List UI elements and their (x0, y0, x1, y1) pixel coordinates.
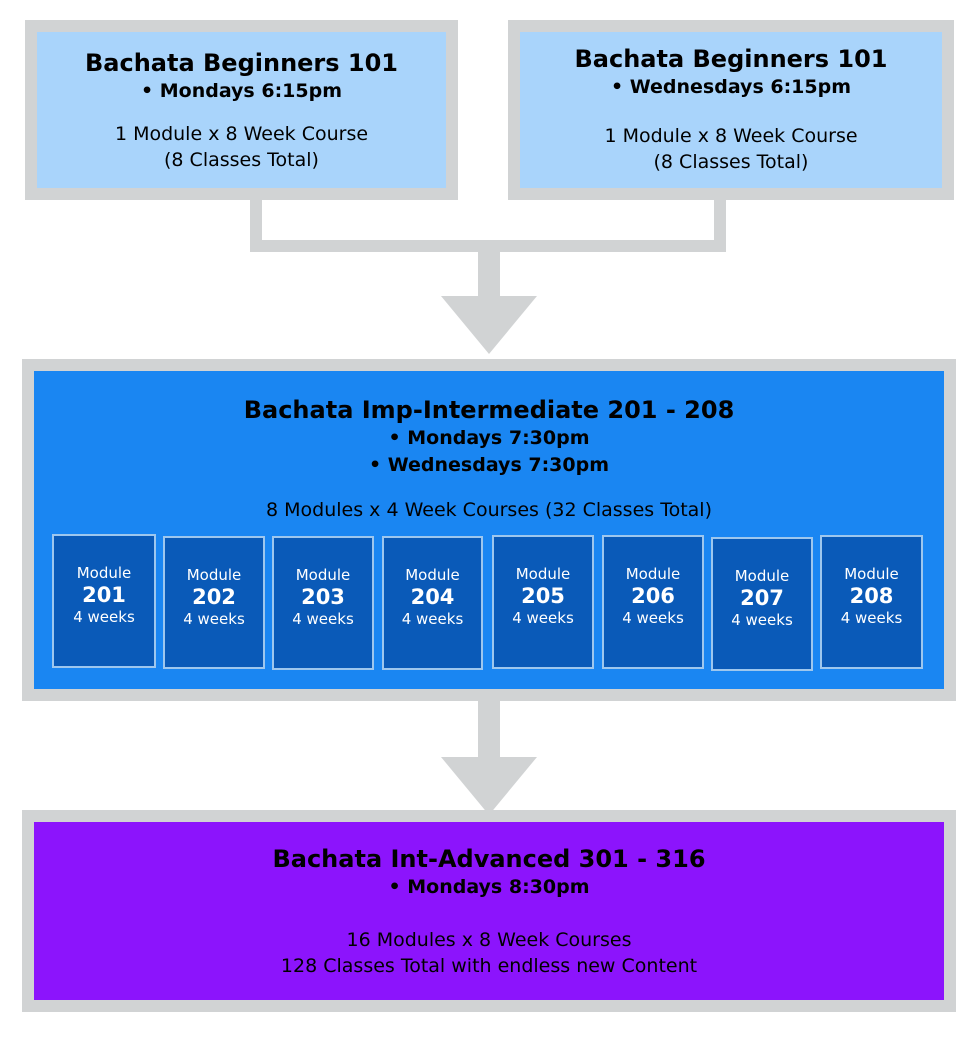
beginners-wednesday-title: Bachata Beginners 101 (574, 45, 888, 73)
module-duration: 4 weeks (512, 609, 574, 627)
beginners-wednesday-box: Bachata Beginners 101 • Wednesdays 6:15p… (508, 20, 954, 200)
module-number: 206 (631, 584, 675, 608)
module-label: Module (76, 564, 132, 582)
module-label: Module (405, 566, 460, 584)
beginners-monday-panel: Bachata Beginners 101 • Mondays 6:15pm 1… (37, 32, 446, 188)
module-number: 203 (301, 585, 345, 609)
connector-horizontal (250, 240, 726, 252)
connector-right-vertical (714, 200, 726, 252)
beginners-monday-total: (8 Classes Total) (164, 149, 319, 171)
module-duration: 4 weeks (840, 609, 903, 627)
intermediate-schedule-wednesday: • Wednesdays 7:30pm (368, 454, 610, 476)
advanced-schedule: • Mondays 8:30pm (388, 876, 590, 898)
module-208: Module 208 4 weeks (820, 535, 923, 669)
module-205: Module 205 4 weeks (492, 535, 594, 669)
connector-down-stem (478, 252, 500, 298)
module-207: Module 207 4 weeks (711, 537, 813, 671)
module-label: Module (734, 567, 790, 585)
advanced-panel: Bachata Int-Advanced 301 - 316 • Mondays… (34, 822, 944, 1000)
module-204: Module 204 4 weeks (382, 536, 483, 670)
module-206: Module 206 4 weeks (602, 535, 704, 669)
module-202: Module 202 4 weeks (163, 536, 265, 669)
module-duration: 4 weeks (731, 611, 793, 629)
module-label: Module (295, 566, 351, 584)
module-number: 204 (410, 585, 455, 609)
module-duration: 4 weeks (183, 610, 245, 628)
module-label: Module (186, 566, 242, 584)
beginners-monday-box: Bachata Beginners 101 • Mondays 6:15pm 1… (25, 20, 458, 200)
down-arrow-to-intermediate (441, 296, 537, 354)
intermediate-title: Bachata Imp-Intermediate 201 - 208 (243, 396, 735, 424)
module-label: Module (625, 565, 681, 583)
advanced-total: 128 Classes Total with endless new Conte… (280, 955, 698, 977)
module-number: 205 (521, 584, 565, 608)
beginners-wednesday-total: (8 Classes Total) (653, 151, 809, 173)
connector-down-stem-2 (478, 701, 500, 759)
module-label: Module (844, 565, 899, 583)
module-label: Module (515, 565, 571, 583)
advanced-box: Bachata Int-Advanced 301 - 316 • Mondays… (22, 810, 956, 1012)
module-duration: 4 weeks (622, 609, 684, 627)
connector-left-vertical (250, 200, 262, 252)
beginners-monday-schedule: • Mondays 6:15pm (140, 80, 343, 102)
module-duration: 4 weeks (292, 610, 354, 628)
beginners-monday-title: Bachata Beginners 101 (84, 49, 399, 77)
beginners-wednesday-panel: Bachata Beginners 101 • Wednesdays 6:15p… (520, 32, 942, 188)
advanced-course: 16 Modules x 8 Week Courses (346, 929, 632, 951)
down-arrow-to-advanced (441, 757, 537, 815)
beginners-wednesday-course: 1 Module x 8 Week Course (604, 125, 858, 147)
module-number: 207 (740, 586, 784, 610)
intermediate-summary: 8 Modules x 4 Week Courses (32 Classes T… (266, 499, 712, 521)
module-201: Module 201 4 weeks (52, 534, 156, 668)
beginners-wednesday-schedule: • Wednesdays 6:15pm (610, 76, 852, 98)
advanced-title: Bachata Int-Advanced 301 - 316 (272, 845, 706, 873)
module-duration: 4 weeks (401, 610, 464, 628)
module-number: 208 (849, 584, 894, 608)
module-203: Module 203 4 weeks (272, 536, 374, 670)
module-number: 201 (82, 583, 126, 607)
intermediate-schedule-monday: • Mondays 7:30pm (388, 427, 590, 449)
module-number: 202 (192, 585, 236, 609)
module-duration: 4 weeks (73, 608, 135, 626)
beginners-monday-course: 1 Module x 8 Week Course (114, 123, 369, 145)
